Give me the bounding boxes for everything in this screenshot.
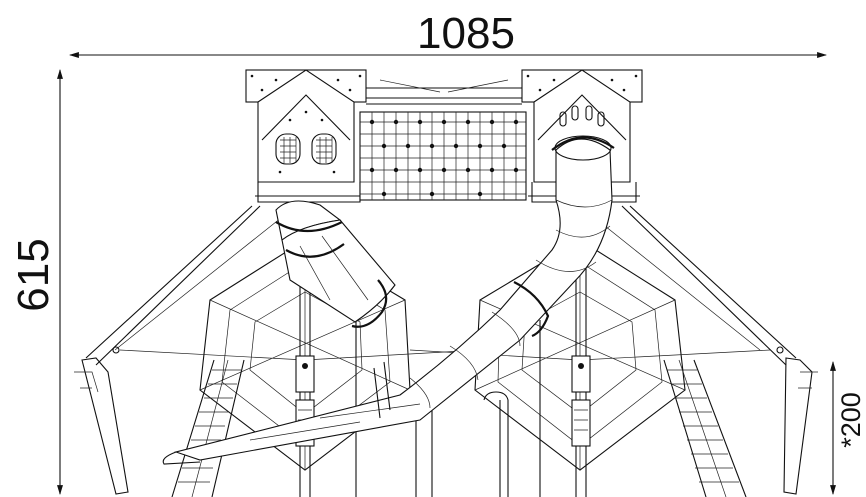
left-house-window-left <box>275 133 301 165</box>
side-dimension-label: *200 <box>836 392 866 448</box>
playground-structure <box>74 69 818 497</box>
height-dimension: 615 <box>9 69 63 495</box>
top-bridge-rails <box>366 79 522 105</box>
right-rope-ladder <box>663 359 747 497</box>
height-dimension-label: 615 <box>9 238 58 311</box>
side-dimension: *200 <box>830 361 866 495</box>
right-tube-slide <box>162 135 615 465</box>
width-dimension-label: 1085 <box>417 9 515 58</box>
left-tower-house <box>245 69 367 203</box>
climbing-net-bridge <box>359 111 527 201</box>
left-rope-ladder <box>171 359 245 497</box>
outer-poles <box>74 346 818 495</box>
support-cables <box>85 205 797 366</box>
width-dimension: 1085 <box>69 9 827 58</box>
left-house-window-right <box>311 133 337 165</box>
left-tube-slide <box>275 200 396 328</box>
net-hubs <box>295 355 591 393</box>
